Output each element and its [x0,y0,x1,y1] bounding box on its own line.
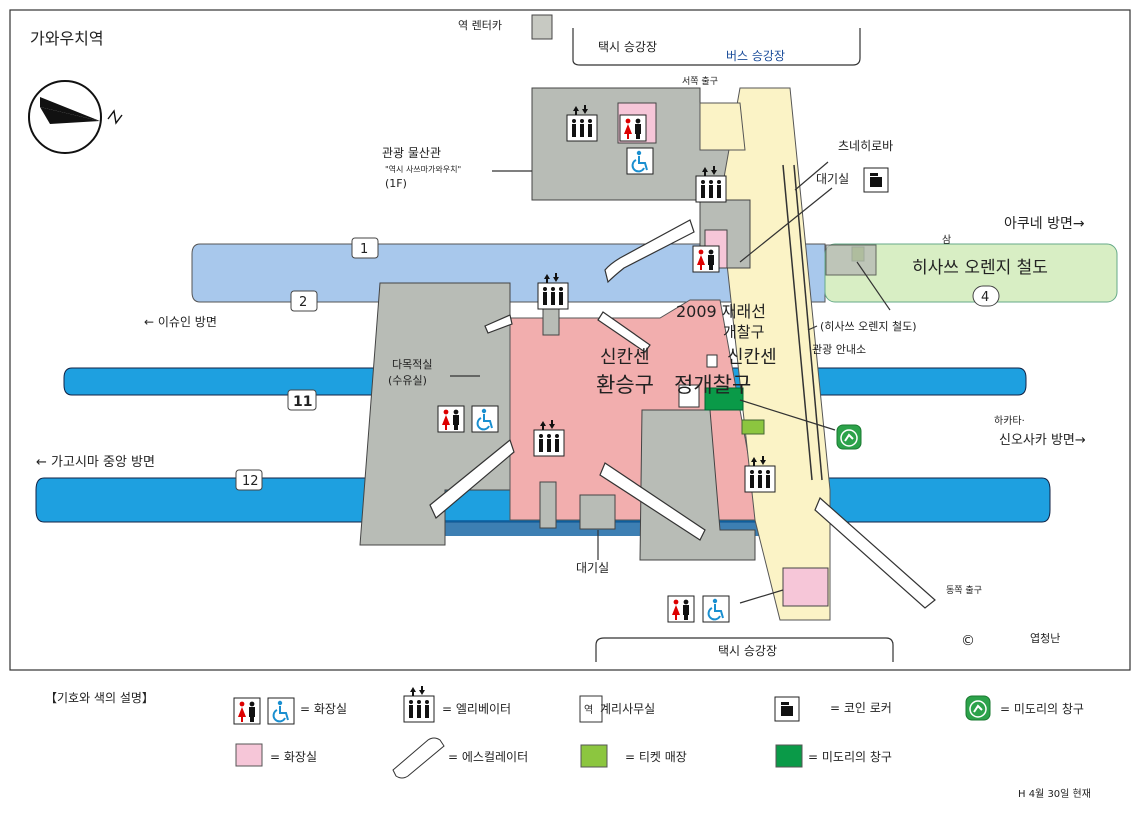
escalators [429,219,936,609]
shinkansen-left-label: 신칸센 [600,347,650,368]
rentacar-label: 역 렌터카 [458,19,502,32]
accessible-toilet-icon [626,147,654,175]
pillar-1 [539,481,557,529]
station-office-icon [678,384,700,408]
concourse-rail [782,164,813,481]
ticket-sales [741,419,765,435]
date-label: H 4월 30일 현재 [1018,788,1091,800]
legend-midori-color [775,744,803,768]
legend-escalator-icon [392,737,445,779]
concourse-rail-2 [793,164,823,481]
legend-office-prefix: 역 [584,704,593,716]
toilet-icon [437,405,465,433]
legend-elevator-icon [403,685,435,723]
nursing-room-label: 다목적실 [392,358,432,371]
midori-window [704,387,744,411]
hisatsu-paren-label: (히사쓰 오렌지 철도) [820,319,917,333]
akune-direction: 아쿠네 방면→ [1004,216,1085,232]
coin-locker-icon [863,167,889,193]
legend-office-icon [579,695,603,723]
platform-4-number: 4 [981,290,989,305]
platform-1-number: 1 [360,242,368,257]
transfer-label: 환승구 [596,373,654,397]
accessible-toilet-icon [702,595,730,623]
midori-window-icon [836,424,862,450]
museum-subtitle: "역시 사쓰마가와우치" [385,164,461,174]
bus-label: 버스 승강장 [726,49,785,63]
toilet-icon [619,114,647,142]
shin-osaka-direction: 신오사카 방면→ [999,433,1086,448]
tsunehiro-label: 츠네히로바 [838,139,893,153]
accessible-toilet-icon [471,405,499,433]
legend-toilet-icon [233,697,261,725]
platform-number-boxes [235,237,1000,491]
legend-toilet-text: = 화장실 [300,702,347,716]
kagoshima-direction: ← 가고시마 중앙 방면 [36,455,155,470]
ticket-gate-label: 정개찰구 [674,373,751,397]
hakata-label: 하카타· [994,414,1025,427]
legend-ticket-text: = 티켓 매장 [625,750,687,764]
tourist-info-label: 관광 안내소 [812,343,866,356]
legend-toilet-color [235,743,263,767]
taxi-bottom-outline [595,637,894,662]
sam-label: 삼 [942,234,951,246]
izumi-direction: ← 이슈인 방면 [144,315,217,329]
toilet-icon [667,595,695,623]
museum-floor: (1F) [385,177,407,190]
legend-midori-text: = 미도리의 창구 [1000,702,1084,716]
waiting-room-bottom [579,494,616,530]
compass-north-arrow [28,80,123,154]
rentacar-building [531,14,553,40]
hisatsu-building [825,244,877,276]
platform-1-2 [191,243,826,303]
west-exit-label: 서쪽 출구 [682,76,718,87]
waiting-room-bottom-label: 대기실 [576,561,609,575]
legend-midori-color-text: = 미도리의 창구 [808,750,892,764]
east-exit-label: 동쪽 출구 [946,585,982,596]
waiting-room-right-label: 대기실 [816,172,849,186]
info-marker-icon [706,354,718,368]
taxi-bottom-label: 택시 승강장 [718,644,777,658]
hisatsu-platform [824,243,1118,303]
credit-label: 엽청난 [1030,632,1060,645]
taxi-top-label: 택시 승강장 [598,40,657,54]
gate-label: 개찰구 [723,323,764,341]
gate-year-label: 2009 재래선 [676,302,766,321]
legend-escalator-text: = 에스컬레이터 [448,750,528,764]
legend-ticket-color [580,744,608,768]
nursing-room-sub: (수유실) [388,374,427,387]
leader-lines [450,161,891,604]
legend-office-text: 계리사무실 [600,702,655,716]
platform-11-number: 11 [293,394,312,410]
legend-elevator-text: = 엘리베이터 [442,702,511,716]
hisatsu-label: 히사쓰 오렌지 철도 [912,258,1048,278]
station-name: 가와우치역 [30,29,104,48]
platform-12-number: 12 [242,474,259,489]
legend-locker-text: = 코인 로커 [830,701,892,715]
west-passage [699,102,746,151]
legend-accessible-icon [267,697,295,725]
platform-2-number: 2 [299,295,307,310]
legend-toilet-color-text: = 화장실 [270,750,317,764]
shinkansen-right-label: 신칸센 [727,347,777,368]
legend-midori-icon [965,695,991,721]
toilet-icon [692,245,720,273]
legend-locker-icon [774,696,800,722]
legend-title: 【기호와 색의 설명】 [45,691,154,705]
east-toilet-block [782,567,829,607]
bus-terminal-outline [572,28,861,66]
museum-label: 관광 물산관 [382,146,441,160]
copyright-mark: © [961,633,975,649]
